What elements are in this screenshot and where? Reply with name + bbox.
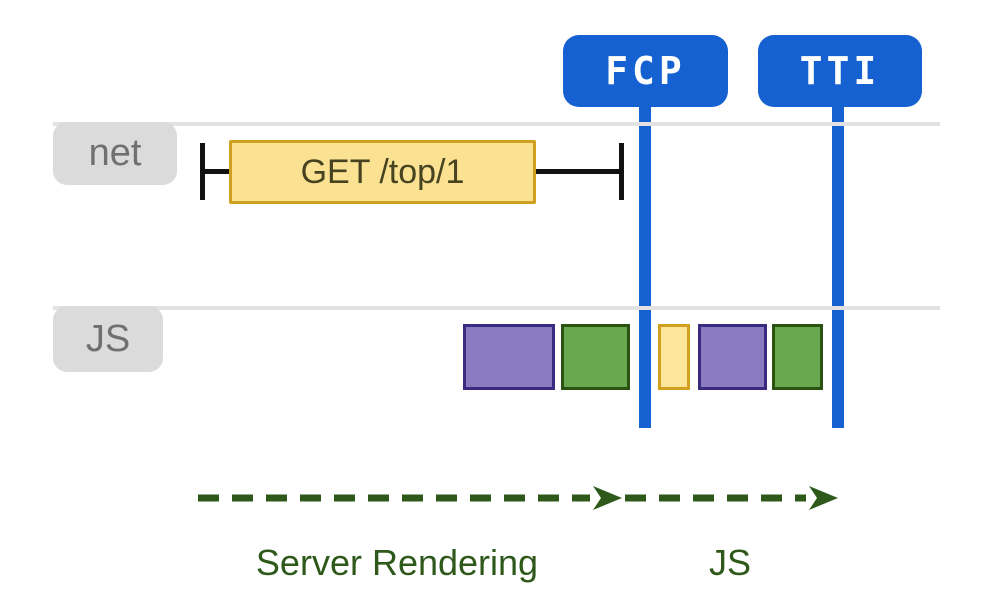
- network-request-bar: GET /top/1: [229, 140, 536, 204]
- js-phase-label: JS: [708, 542, 751, 583]
- net-track-line: [53, 122, 940, 126]
- fcp-badge-label: FCP: [605, 49, 686, 93]
- server-rendering-phase-label: Server Rendering: [255, 542, 539, 583]
- tti-milestone-badge: TTI: [758, 35, 922, 107]
- net-track-tab: net: [53, 122, 177, 185]
- js-task-block: [463, 324, 555, 390]
- request-right-connector: [536, 169, 621, 174]
- request-end-tick: [619, 143, 624, 200]
- js-task-block: [698, 324, 767, 390]
- request-left-connector: [203, 169, 229, 174]
- fcp-milestone-line: [639, 107, 651, 428]
- tti-badge-label: TTI: [799, 49, 881, 93]
- js-task-block: [658, 324, 690, 390]
- js-task-block: [772, 324, 823, 390]
- net-track-label: net: [88, 132, 142, 174]
- js-track-tab: JS: [53, 306, 163, 372]
- fcp-milestone-badge: FCP: [563, 35, 728, 107]
- request-start-tick: [200, 143, 205, 200]
- js-task-block: [561, 324, 630, 390]
- network-request-label: GET /top/1: [300, 152, 465, 191]
- phase-arrows: [198, 486, 838, 510]
- js-track-line: [53, 306, 940, 310]
- server-rendering-arrow-head-icon: [593, 486, 622, 510]
- js-arrow-head-icon: [809, 486, 838, 510]
- js-track-label: JS: [85, 317, 131, 360]
- tti-milestone-line: [832, 107, 844, 428]
